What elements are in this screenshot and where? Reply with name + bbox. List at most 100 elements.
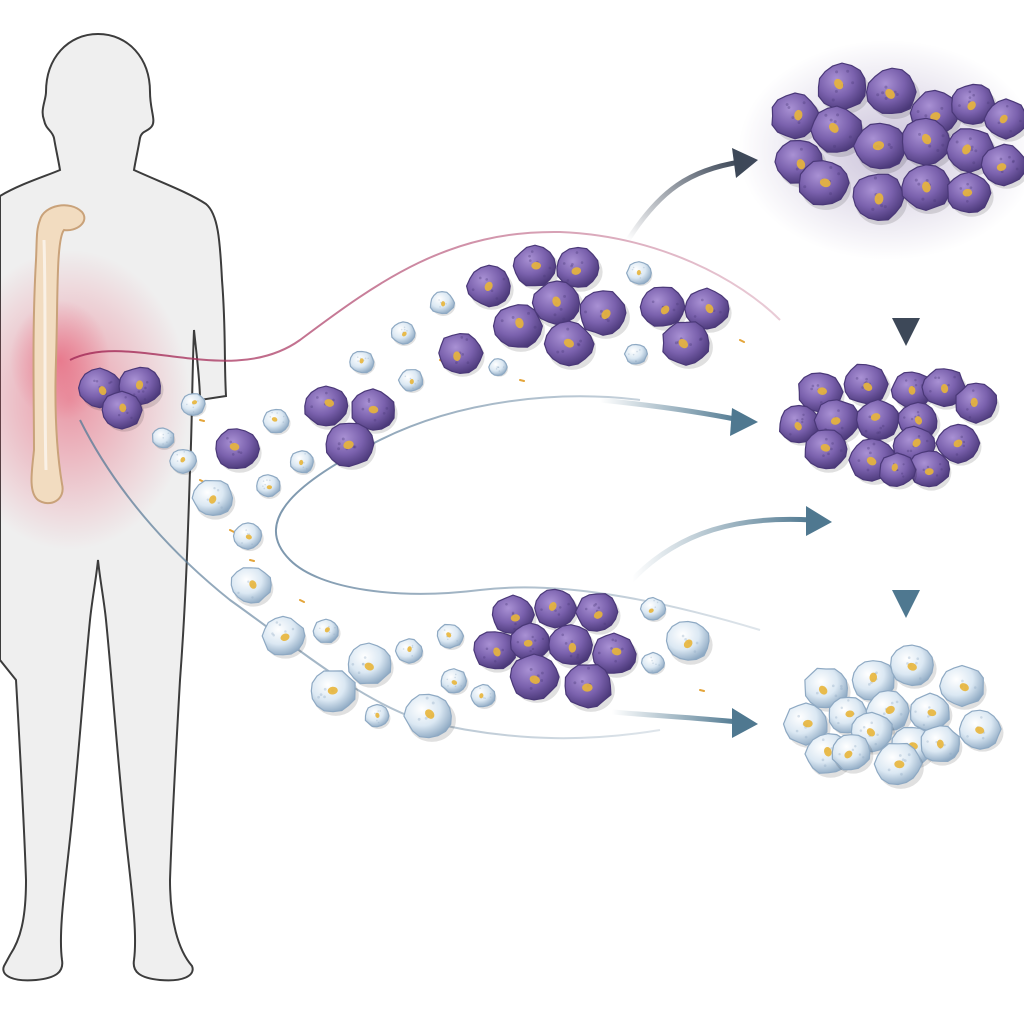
- upper-stream-small-cell-0: [180, 393, 207, 417]
- spine-highlight: [42, 239, 48, 471]
- upper-stream-cell-1-nucleus: [324, 399, 335, 407]
- lower-stream-cell-9-nucleus: [451, 680, 458, 685]
- upper-stream-small-cell-10: [488, 358, 509, 377]
- lower-stream-cell-2-nucleus: [249, 580, 257, 589]
- upper-stream-small-cell-9-nucleus: [441, 301, 446, 307]
- upper-stream-small-cell-3: [262, 408, 291, 436]
- upper-stream-small-cell-12: [625, 261, 653, 286]
- top-cluster-cell-14-nucleus: [922, 181, 931, 193]
- arrow-icon-lower-up-right-shaft: [629, 516, 815, 583]
- top-cluster-cell-1-nucleus: [834, 78, 844, 90]
- top-cluster-cell-4-nucleus: [967, 101, 976, 111]
- bottom-cluster-cell-8-nucleus: [975, 726, 985, 734]
- upper-stream-small-cell-3-nucleus: [271, 417, 278, 422]
- bottom-cluster-cell-3-nucleus: [959, 683, 969, 692]
- bottom-cluster-cell-12-nucleus: [844, 750, 853, 759]
- bottom-cluster-cell-6-nucleus: [885, 705, 895, 714]
- inner-loop-edge: [275, 395, 761, 631]
- lower-stream-cell-7-nucleus: [375, 712, 380, 718]
- bottom-cluster-cell-8: [958, 709, 1004, 752]
- lower-cluster-cell-1-nucleus: [548, 602, 557, 611]
- lower-stream-cell-12-nucleus: [446, 632, 452, 638]
- middle-cluster-cell-3-nucleus: [940, 383, 949, 394]
- top-cluster-cell-2: [865, 67, 920, 119]
- lower-stream-cell-10-nucleus: [479, 693, 484, 699]
- top-cluster-cell-8-nucleus: [872, 141, 885, 151]
- lower-cluster-cell-8: [564, 663, 615, 712]
- lower-cluster-cell-0-nucleus: [510, 614, 520, 622]
- upper-stream-top-edge: [69, 230, 781, 362]
- middle-cluster-cell-14-nucleus: [891, 463, 898, 472]
- lower-stream-cell-10: [470, 683, 497, 709]
- middle-cluster-cell-2-nucleus: [908, 385, 916, 395]
- middle-cluster-cell-12-nucleus: [912, 438, 921, 448]
- origin-cell-0-nucleus: [98, 386, 107, 396]
- bottom-cluster-cell-12: [831, 734, 874, 774]
- top-cluster-cell-11: [980, 143, 1024, 189]
- lower-stream-cell-4-nucleus: [324, 627, 330, 633]
- lower-cluster-cell-6: [592, 632, 639, 678]
- upper-stream-cell-6-nucleus: [531, 262, 541, 270]
- upper-stream-small-cell-8-nucleus: [402, 331, 407, 337]
- upper-stream-small-cell-2: [169, 448, 198, 476]
- lower-stream-cell-6-nucleus: [327, 686, 338, 695]
- lower-cluster-cell-5-nucleus: [568, 642, 577, 653]
- middle-cluster-cell-7-nucleus: [870, 413, 881, 421]
- middle-cluster-cell-9: [935, 423, 982, 466]
- lower-cluster-cell-7-nucleus: [529, 675, 540, 684]
- bottom-cluster-cell-2: [889, 644, 937, 689]
- upper-stream-cell-14-nucleus: [678, 338, 689, 349]
- lower-stream-cell-15: [665, 620, 713, 665]
- lower-stream-cell-13-nucleus: [648, 608, 654, 613]
- lower-cluster-cell-4-nucleus: [523, 639, 533, 647]
- lower-stream-cell-5-nucleus: [364, 662, 374, 671]
- middle-cluster-cell-0-nucleus: [817, 387, 828, 395]
- upper-stream-cell-0: [215, 428, 262, 473]
- lower-cluster-cell-7: [509, 653, 561, 703]
- upper-stream-cell-5: [465, 264, 514, 310]
- lower-stream-cell-7: [364, 703, 391, 729]
- middle-cluster-cell-1: [843, 363, 891, 408]
- bottom-cluster-cell-5-nucleus: [845, 710, 855, 718]
- top-cluster-cell-7: [810, 105, 865, 157]
- upper-stream-cell-3: [325, 422, 376, 470]
- middle-cluster-cell-13: [908, 450, 952, 491]
- lower-cluster-cell-2-nucleus: [593, 611, 603, 619]
- upper-stream-cell-14: [662, 321, 713, 369]
- upper-stream-small-cell-8: [390, 321, 417, 346]
- cells-layer: [77, 40, 1024, 789]
- upper-stream-cell-12-nucleus: [660, 305, 670, 315]
- top-cluster-cell-6-nucleus: [796, 159, 806, 170]
- lower-stream-cell-8-nucleus: [407, 646, 412, 652]
- upper-stream-cell-7: [556, 246, 603, 292]
- arrow-icon-down-1-head: [892, 318, 920, 346]
- arrow-icon-middle-right-head: [730, 408, 758, 436]
- top-cluster-cell-0-nucleus: [794, 109, 803, 121]
- origin-cell-2-nucleus: [119, 403, 127, 413]
- lower-cluster-cell-6-nucleus: [611, 647, 622, 656]
- top-cluster-cell-13-nucleus: [874, 193, 884, 205]
- bottom-cluster-cell-0-nucleus: [818, 685, 828, 695]
- upper-stream-cell-9-nucleus: [552, 296, 561, 307]
- upper-stream-cell-0-nucleus: [229, 442, 240, 451]
- upper-stream-cell-13: [684, 287, 732, 333]
- top-cluster-cell-12-nucleus: [819, 178, 831, 188]
- upper-stream-cell-11: [543, 320, 596, 370]
- top-cluster-cell-8: [852, 122, 910, 175]
- bottom-cluster-cell-9-nucleus: [824, 746, 832, 757]
- upper-stream-cell-10: [579, 290, 630, 339]
- top-cluster-cell-1: [817, 62, 870, 114]
- middle-cluster-cell-7: [855, 398, 903, 444]
- upper-stream-small-cell-0-nucleus: [191, 400, 198, 405]
- top-cluster-cell-5-nucleus: [999, 114, 1008, 124]
- upper-stream-cell-5-nucleus: [484, 281, 493, 291]
- spine-icon: [30, 204, 86, 505]
- arrow-icon-down-2-head: [892, 590, 920, 618]
- upper-stream-cell-8: [492, 304, 545, 352]
- upper-stream-cell-7-nucleus: [571, 267, 582, 275]
- lower-cluster-cell-3-nucleus: [493, 647, 501, 657]
- upper-stream-small-cell-4: [289, 450, 316, 475]
- bottom-cluster-cell-14: [920, 725, 963, 766]
- bottom-cluster-cell-3: [939, 664, 987, 710]
- top-cluster-cell-3-nucleus: [930, 112, 941, 121]
